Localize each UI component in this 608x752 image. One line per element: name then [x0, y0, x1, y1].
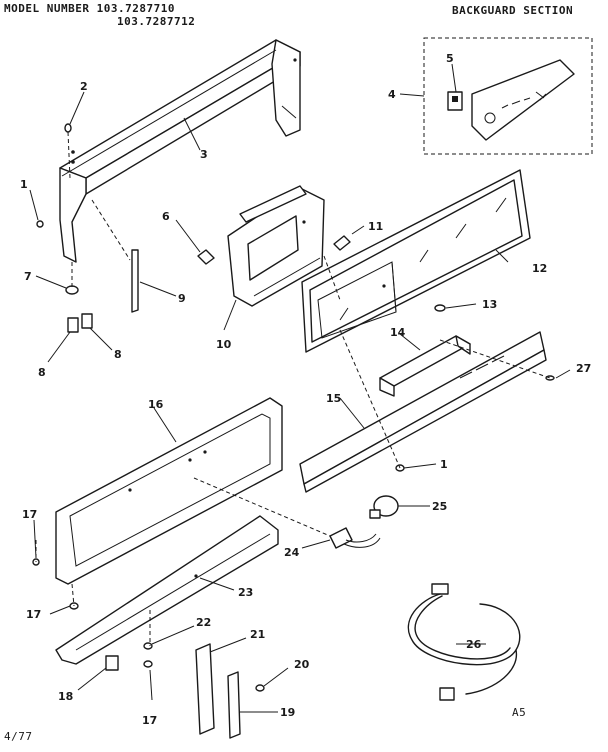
- screw-13: [434, 304, 446, 312]
- callout-17b: 17: [26, 608, 41, 621]
- lamp-assembly: [193, 477, 399, 549]
- callout-17a: 17: [22, 508, 37, 521]
- callout-17c: 17: [142, 714, 157, 727]
- callout-26: 26: [466, 638, 482, 651]
- control-panel-insert: [423, 37, 593, 155]
- callout-4: 4: [388, 88, 396, 101]
- callout-5: 5: [446, 52, 454, 65]
- callout-15: 15: [326, 392, 341, 405]
- callout-24: 24: [284, 546, 300, 559]
- callout-7: 7: [24, 270, 32, 283]
- callout-1: 1: [20, 178, 28, 191]
- callout-18: 18: [58, 690, 73, 703]
- stud-left: [175, 219, 215, 265]
- glass-window-frame: [301, 169, 531, 353]
- callout-8a: 8: [38, 366, 46, 379]
- callout-25: 25: [432, 500, 447, 513]
- backguard-top-cover: [59, 39, 301, 263]
- callout-8b: 8: [114, 348, 122, 361]
- date-code: 4/77: [4, 730, 33, 743]
- callout-23: 23: [238, 586, 253, 599]
- lower-bracket: [55, 515, 279, 665]
- clock-bracket: [227, 185, 325, 307]
- callout-labels: 2 1 3 4 5 6 7 8 8 9 10 11 12 13 14 15 1 …: [20, 52, 591, 727]
- callout-6: 6: [162, 210, 170, 223]
- rear-panel: [55, 397, 283, 585]
- callout-14: 14: [390, 326, 406, 339]
- callout-22: 22: [196, 616, 211, 629]
- callout-1b: 1: [440, 458, 448, 471]
- callout-13: 13: [482, 298, 497, 311]
- section-title: BACKGUARD SECTION: [452, 4, 574, 17]
- side-bracket: [91, 199, 139, 313]
- callout-12: 12: [532, 262, 547, 275]
- lower-channel: [195, 643, 241, 739]
- lower-trim-strip: [299, 331, 547, 493]
- callout-11: 11: [368, 220, 383, 233]
- callout-16: 16: [148, 398, 164, 411]
- callout-21: 21: [250, 628, 265, 641]
- callout-10: 10: [216, 338, 232, 351]
- model-number-label: MODEL NUMBER 103.7287710: [4, 2, 175, 15]
- stud-right: [333, 225, 365, 251]
- callout-3: 3: [200, 148, 208, 161]
- callout-20: 20: [294, 658, 310, 671]
- callout-19: 19: [280, 706, 295, 719]
- page-code: A5: [512, 706, 527, 719]
- callout-27: 27: [576, 362, 591, 375]
- model-number-alt: 103.7287712: [117, 15, 196, 28]
- callout-9: 9: [178, 292, 186, 305]
- power-cord: [407, 583, 521, 701]
- leader-lines: [29, 63, 571, 713]
- callout-2: 2: [80, 80, 88, 93]
